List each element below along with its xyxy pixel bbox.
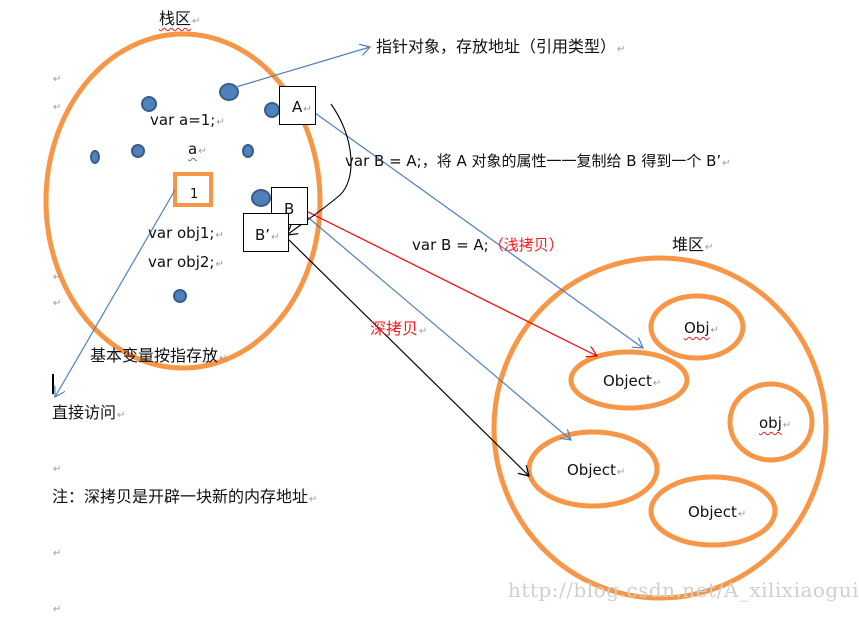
stack-area-title: 栈区↵ [159,9,201,28]
memory-dot [251,189,271,207]
heap-object-label-1: Obj↵ [684,319,719,337]
value-box-label: 1 [190,187,199,202]
box-b-prime [243,213,289,252]
pointer-note-arrow [235,47,370,88]
memory-dot [173,289,187,303]
paragraph-mark: ↵ [53,74,62,85]
label-a: a↵ [188,140,207,158]
paragraph-mark: ↵ [53,102,62,113]
heap-object-ellipse-2 [568,349,690,411]
direct-access-arrow [55,189,176,397]
primitive-note: 基本变量按指存放↵ [90,346,228,365]
value-box [173,172,213,207]
text-cursor[interactable] [52,374,54,394]
heap-object-ellipse-3 [727,381,815,463]
paragraph-mark: ↵ [53,604,62,615]
stack-area-ellipse [43,31,323,371]
box-b-label: B [284,200,295,218]
footnote: 注：深拷贝是开辟一块新的内存地址↵ [52,487,318,506]
box-a [279,86,316,125]
deep-copy-label: 深拷贝↵ [370,319,428,338]
memory-dot [219,83,239,101]
memory-dot [90,150,100,164]
box-a-label: A↵ [292,98,312,116]
heap-object-label-5: Object↵ [688,503,747,521]
box-b-prime-label: B’↵ [255,226,280,244]
shallow-copy-note: var B = A;（浅拷贝） [412,236,564,254]
deep-copy-arrow [284,235,529,476]
heap-object-ellipse-5 [648,474,778,548]
heap-object-ellipse-1 [648,293,746,361]
memory-dot [242,144,254,158]
paragraph-mark: ↵ [53,548,62,559]
heap-object-label-3: obj↵ [759,414,792,432]
direct-access-note: 直接访问↵ [52,403,126,422]
shallow-copy-arrow [295,205,597,356]
b-to-heap-arrow [296,207,571,440]
memory-dot [141,96,157,112]
code-var-obj1: var obj1;↵ [148,224,224,242]
heap-area-ellipse [491,255,829,601]
heap-object-label-4: Object↵ [567,461,626,479]
code-var-obj2: var obj2;↵ [148,253,224,271]
a-to-heap-arrow [307,107,643,348]
heap-area-title: 堆区↵ [672,235,714,254]
copy-note: var B = A;，将 A 对象的属性一一复制给 B 得到一个 B’↵ [345,152,731,170]
heap-object-label-2: Object↵ [603,372,662,390]
paragraph-mark: ↵ [53,272,62,283]
memory-dot [264,102,280,118]
paragraph-mark: ↵ [53,464,62,475]
paragraph-mark: ↵ [53,298,62,309]
memory-dot [131,144,145,158]
code-var-a: var a=1;↵ [150,111,225,129]
pointer-note: 指针对象，存放地址（引用类型）↵ [376,37,626,56]
watermark: http://blog.csdn.net/A_xilixiaogui [508,578,859,602]
